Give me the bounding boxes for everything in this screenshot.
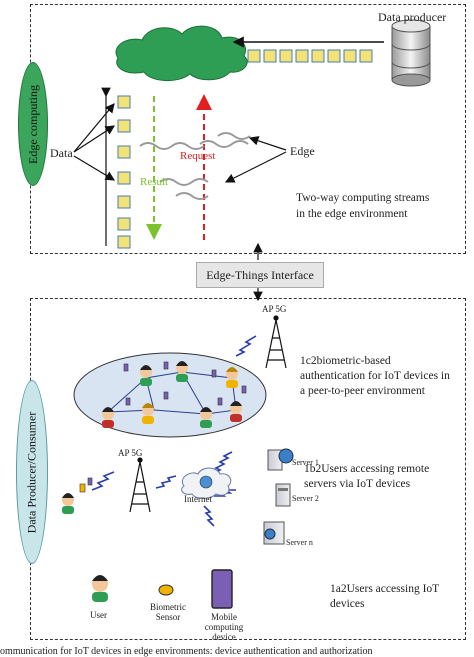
data-producer-label: Data producer [378, 10, 447, 24]
server-1-icon [267, 448, 294, 471]
legend-sensor-label: Biometric Sensor [150, 602, 186, 622]
cloud-icon [115, 25, 248, 81]
remote-servers-description: 1b2Users accessing remote servers via Io… [304, 463, 430, 490]
tower-icon-left [129, 457, 151, 513]
p2p-network-area [73, 352, 267, 438]
data-producer-consumer-label: Data Producer/Consumer [16, 380, 48, 564]
user-icons [102, 361, 242, 428]
result-label: Result [140, 176, 169, 188]
legend-user-label: User [90, 610, 107, 620]
edge-waves-icon [139, 132, 251, 200]
database-icon [391, 19, 431, 87]
packet-column-icon [117, 95, 131, 249]
server-n-label: Server n [286, 538, 313, 547]
edge-things-interface: Edge-Things Interface [196, 262, 324, 288]
server-n-icon [263, 521, 285, 545]
edge-label: Edge [290, 144, 315, 158]
mobile-device-icons [123, 361, 247, 406]
streams-text: Two-way computing streams in the edge en… [296, 192, 430, 220]
ap-5g-top-label: AP 5G [262, 304, 287, 314]
internet-cloud-icon [181, 467, 232, 499]
edge-computing-label: Edge computing [18, 62, 48, 186]
server-1-label: Server 1 [292, 458, 319, 467]
tower-icon-top [265, 315, 287, 369]
request-label: Request [180, 150, 216, 162]
legend-mobile-icon [211, 569, 233, 609]
server-2-icon [275, 483, 291, 507]
ap-5g-left-label: AP 5G [118, 448, 143, 458]
internet-label: Internet [184, 494, 212, 504]
iot-access-description: 1a2Users accessing IoT devices [330, 583, 440, 610]
data-label: Data [50, 146, 73, 160]
legend-user-icon [92, 575, 108, 602]
legend-sensor-icon [158, 584, 174, 596]
p2p-description: 1c2biometric-based authentication for Io… [300, 355, 450, 397]
server-2-label: Server 2 [292, 494, 319, 503]
figure-caption: ommunication for IoT devices in edge env… [0, 646, 373, 657]
packet-row-icon [247, 49, 373, 63]
legend-mobile-label: Mobile computing device [204, 612, 244, 642]
